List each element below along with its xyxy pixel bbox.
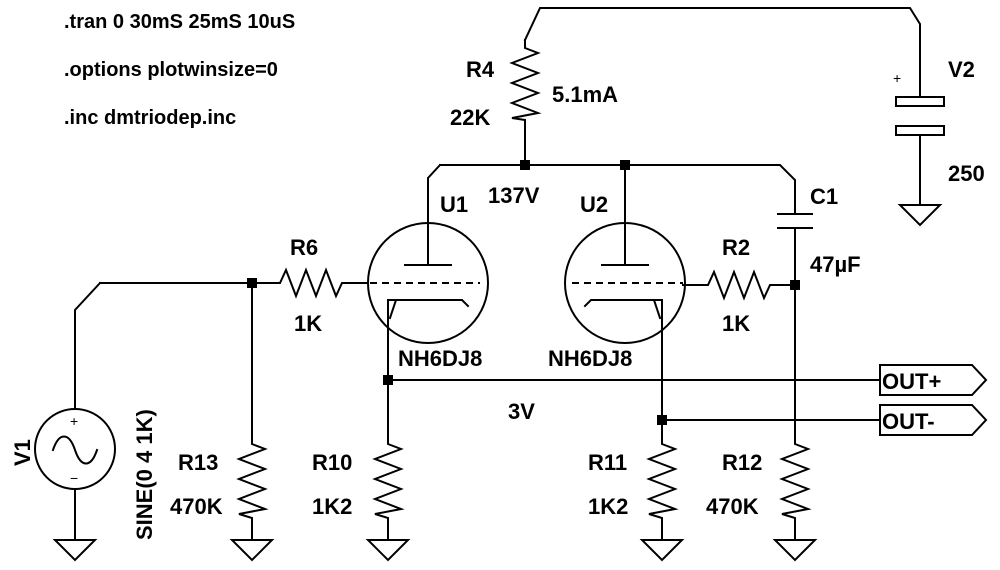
- v2-plus-sign: +: [893, 70, 901, 86]
- junction-cathode-u2: [657, 415, 667, 425]
- voltage-source-v1[interactable]: + − V1 SINE(0 4 1K): [10, 407, 157, 540]
- r6-name: R6: [290, 235, 318, 260]
- wires: [74, 7, 921, 541]
- r13-name: R13: [178, 450, 218, 475]
- junction-input: [247, 278, 257, 288]
- resistor-r4[interactable]: R4 22K 5.1mA: [450, 43, 618, 130]
- junction-cathode-u1: [383, 375, 393, 385]
- r12-value: 470K: [706, 494, 759, 519]
- v2-value: 250: [948, 161, 985, 186]
- plate-voltage-label: 137V: [488, 183, 540, 208]
- r2-name: R2: [722, 235, 750, 260]
- directive-options: .options plotwinsize=0: [64, 59, 278, 81]
- u1-model: NH6DJ8: [398, 346, 482, 371]
- r12-name: R12: [722, 450, 762, 475]
- resistor-r2[interactable]: R2 1K: [702, 235, 776, 336]
- r4-value: 22K: [450, 105, 490, 130]
- r4-name: R4: [466, 57, 495, 82]
- voltage-source-v2[interactable]: + V2 250: [893, 57, 985, 186]
- junction-plate-r4: [520, 160, 530, 170]
- resistor-r13[interactable]: R13 470K: [170, 439, 269, 523]
- u2-name: U2: [580, 192, 608, 217]
- v1-name: V1: [10, 439, 35, 466]
- ground-icon: [229, 539, 275, 562]
- r11-name: R11: [588, 450, 627, 475]
- resistor-r11[interactable]: R11 1K2: [588, 439, 679, 523]
- r11-value: 1K2: [588, 494, 628, 519]
- ground-icon: [52, 539, 98, 562]
- sine-wave-icon: [51, 435, 99, 465]
- c1-value: 47µF: [810, 252, 861, 277]
- capacitor-c1[interactable]: C1 47µF: [777, 184, 861, 277]
- junction-plate-u2: [620, 160, 630, 170]
- ground-icon: [365, 539, 411, 562]
- u1-name: U1: [440, 192, 468, 217]
- r10-value: 1K2: [312, 494, 352, 519]
- v1-value: SINE(0 4 1K): [132, 409, 157, 540]
- out-minus-label: OUT-: [882, 409, 935, 434]
- v2-plate-positive: [895, 96, 945, 107]
- resistor-r6[interactable]: R6 1K: [274, 235, 348, 336]
- cathode-voltage-label: 3V: [508, 399, 535, 424]
- u1-cathode: [388, 299, 470, 320]
- v2-plate-negative: [895, 125, 945, 136]
- r4-current-label: 5.1mA: [552, 82, 618, 107]
- resistor-r10[interactable]: R10 1K2: [312, 439, 405, 523]
- directive-inc: .inc dmtriodep.inc: [64, 107, 236, 129]
- r6-value: 1K: [294, 311, 322, 336]
- grounds: [52, 204, 943, 562]
- ground-icon: [639, 539, 685, 562]
- u2-model: NH6DJ8: [548, 346, 632, 371]
- directive-tran: .tran 0 30mS 25mS 10uS: [64, 11, 295, 33]
- triode-u1[interactable]: U1 NH6DJ8: [367, 192, 489, 371]
- port-out-minus[interactable]: OUT-: [879, 404, 988, 436]
- resistor-r12[interactable]: R12 470K: [706, 439, 812, 523]
- triode-u2[interactable]: U2 NH6DJ8: [548, 192, 686, 371]
- r10-name: R10: [312, 450, 352, 475]
- r13-value: 470K: [170, 494, 223, 519]
- r2-value: 1K: [722, 311, 750, 336]
- port-out-plus[interactable]: OUT+: [879, 364, 988, 396]
- v1-minus-sign: −: [70, 470, 78, 486]
- out-plus-label: OUT+: [882, 369, 941, 394]
- v2-name: V2: [948, 57, 975, 82]
- u2-cathode: [583, 299, 662, 320]
- ground-icon: [772, 539, 818, 562]
- ground-icon: [897, 204, 943, 227]
- junctions: [247, 160, 800, 425]
- v1-plus-sign: +: [70, 413, 78, 429]
- junction-c1-r2: [790, 280, 800, 290]
- c1-name: C1: [810, 184, 838, 209]
